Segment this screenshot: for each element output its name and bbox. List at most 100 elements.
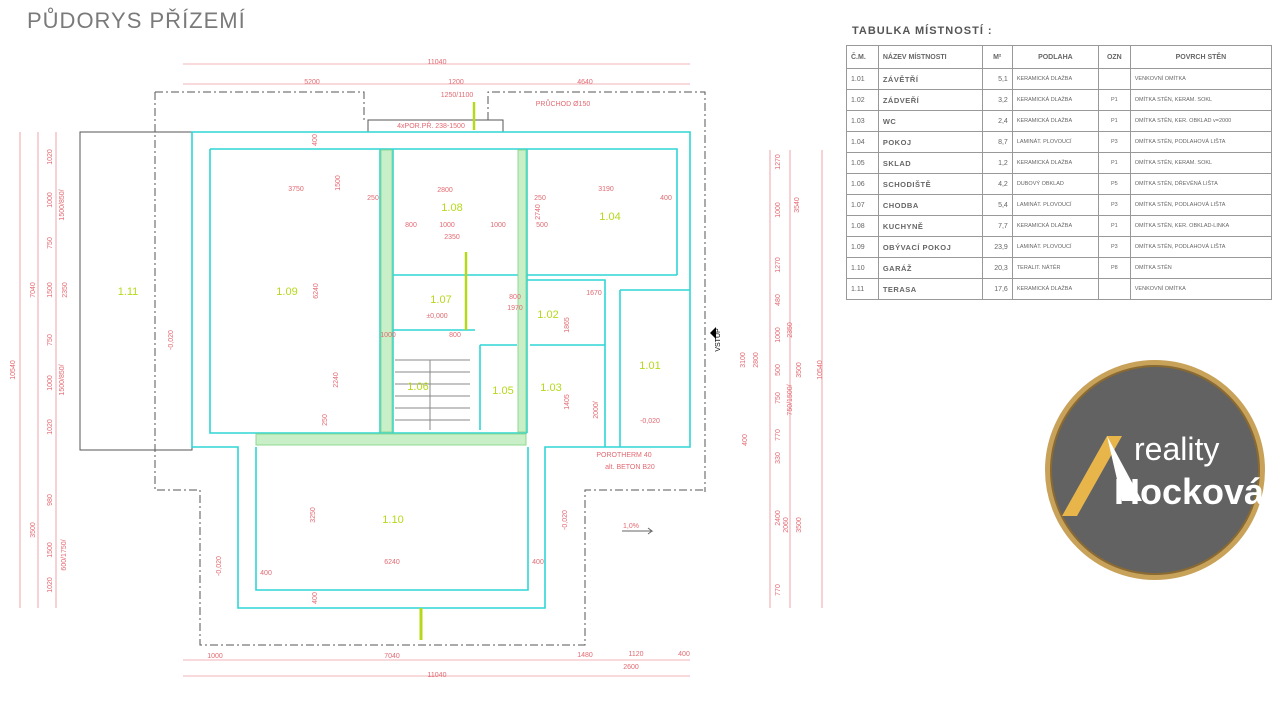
table-cell: ZÁDVEŘÍ — [877, 89, 983, 111]
dimension-label: 2740 — [535, 204, 542, 220]
room-label: 1.01 — [639, 360, 660, 372]
dimension-label: 2400 — [775, 510, 782, 526]
room-label: 1.07 — [430, 294, 451, 306]
dimension-label: 400 — [532, 559, 544, 566]
dimension-label: PRŮCHOD Ø150 — [536, 99, 591, 108]
table-cell: OBÝVACÍ POKOJ — [877, 236, 983, 258]
dimension-label: 7040 — [30, 282, 37, 298]
table-cell: SCHODIŠTĚ — [877, 173, 983, 195]
table-cell: P3 — [1097, 131, 1131, 153]
dimension-label: 3500 — [30, 522, 37, 538]
dimension-label: 1000 — [490, 222, 506, 229]
hatched-walls — [255, 149, 527, 446]
table-cell: KERAMICKÁ DLAŽBA — [1011, 89, 1099, 111]
dimension-label: 1020 — [47, 419, 54, 435]
table-cell: GARÁŽ — [877, 257, 983, 279]
dimension-label: 2350 — [444, 234, 460, 241]
table-cell: 1.02 — [846, 89, 879, 111]
table-header: PODLAHA — [1011, 45, 1099, 69]
table-cell: LAMINÁT. PLOVOUCÍ — [1011, 194, 1099, 216]
room-label: 1.04 — [599, 211, 620, 223]
dimension-label: 3500 — [796, 517, 803, 533]
table-cell: VENKOVNÍ OMÍTKA — [1129, 68, 1273, 90]
table-cell: 1,2 — [981, 152, 1013, 174]
table-cell: OMÍTKA STĚN, PODLAHOVÁ LIŠTA — [1129, 236, 1273, 258]
table-cell: KERAMICKÁ DLAŽBA — [1011, 68, 1099, 90]
table-header: NÁZEV MÍSTNOSTI — [877, 45, 983, 69]
table-cell: P5 — [1097, 173, 1131, 195]
table-header: POVRCH STĚN — [1129, 45, 1273, 69]
dimension-label: 2240 — [333, 372, 340, 388]
room-label: 1.09 — [276, 286, 297, 298]
dimension-label: 2800 — [437, 187, 453, 194]
table-cell — [1097, 278, 1131, 300]
logo-watermark: reality Hocková — [1045, 360, 1265, 580]
table-cell: ZÁVĚTŘÍ — [877, 68, 983, 90]
dimension-label: 500 — [536, 222, 548, 229]
dimension-label: 3540 — [794, 197, 801, 213]
dimension-label: 4640 — [577, 79, 593, 86]
table-cell: LAMINÁT. PLOVOUCÍ — [1011, 236, 1099, 258]
dimension-label: 2060 — [783, 517, 790, 533]
dimension-label: 10540 — [817, 360, 824, 380]
table-cell: P3 — [1097, 194, 1131, 216]
dimension-label: 1500/850/ — [59, 189, 66, 220]
dimension-label: 1250/1100 — [441, 92, 474, 99]
dimension-label: 400 — [660, 195, 672, 202]
table-cell: 1.05 — [846, 152, 879, 174]
house-logo-icon — [1062, 436, 1142, 516]
table-cell: OMÍTKA STĚN, KER. OBKLAD-LINKA — [1129, 215, 1273, 237]
dimension-label: 400 — [312, 134, 319, 146]
table-cell: P8 — [1097, 257, 1131, 279]
section-line-top — [464, 102, 476, 330]
dimension-label: 1000 — [47, 192, 54, 208]
table-title: TABULKA MÍSTNOSTÍ : — [852, 25, 993, 37]
table-cell: WC — [877, 110, 983, 132]
dimension-label: VSTUP — [715, 328, 722, 352]
table-cell: 1.01 — [846, 68, 879, 90]
dimension-label: 400 — [260, 570, 272, 577]
dimension-label: 3250 — [310, 507, 317, 523]
table-cell: 7,7 — [981, 215, 1013, 237]
dimension-label: 250 — [322, 414, 329, 426]
dimension-label: 400 — [678, 651, 690, 658]
table-cell: DUBOVÝ OBKLAD — [1011, 173, 1099, 195]
table-cell: P1 — [1097, 215, 1131, 237]
table-cell: SKLAD — [877, 152, 983, 174]
dimension-label: 1670 — [586, 290, 602, 297]
dimension-label: 3100 — [740, 352, 747, 368]
table-cell: 1.06 — [846, 173, 879, 195]
dimension-label: 770 — [775, 584, 782, 596]
dimension-label: 750 — [775, 392, 782, 404]
dimension-label: 6240 — [313, 283, 320, 299]
dimension-label: 800 — [405, 222, 417, 229]
dimension-label: 5200 — [304, 79, 320, 86]
dimension-label: 1000 — [775, 202, 782, 218]
table-cell: P3 — [1097, 236, 1131, 258]
table-cell: OMÍTKA STĚN — [1129, 257, 1273, 279]
dimension-label: 250 — [534, 195, 546, 202]
table-cell: 5,1 — [981, 68, 1013, 90]
dimension-label: 770 — [775, 429, 782, 441]
table-header: Č.M. — [846, 45, 879, 69]
dimension-label: 3500 — [796, 362, 803, 378]
table-cell: KERAMICKÁ DLAŽBA — [1011, 278, 1099, 300]
table-cell: TERASA — [877, 278, 983, 300]
table-header: OZN — [1097, 45, 1131, 69]
table-cell: P1 — [1097, 89, 1131, 111]
table-cell: 1.07 — [846, 194, 879, 216]
table-cell: 1.08 — [846, 215, 879, 237]
table-cell: KERAMICKÁ DLAŽBA — [1011, 110, 1099, 132]
dimension-label: 1,0% — [623, 523, 639, 530]
dimension-label: 1270 — [775, 257, 782, 273]
table-cell: 2,4 — [981, 110, 1013, 132]
table-cell: VENKOVNÍ OMÍTKA — [1129, 278, 1273, 300]
dimension-label: -0,020 — [562, 510, 569, 530]
